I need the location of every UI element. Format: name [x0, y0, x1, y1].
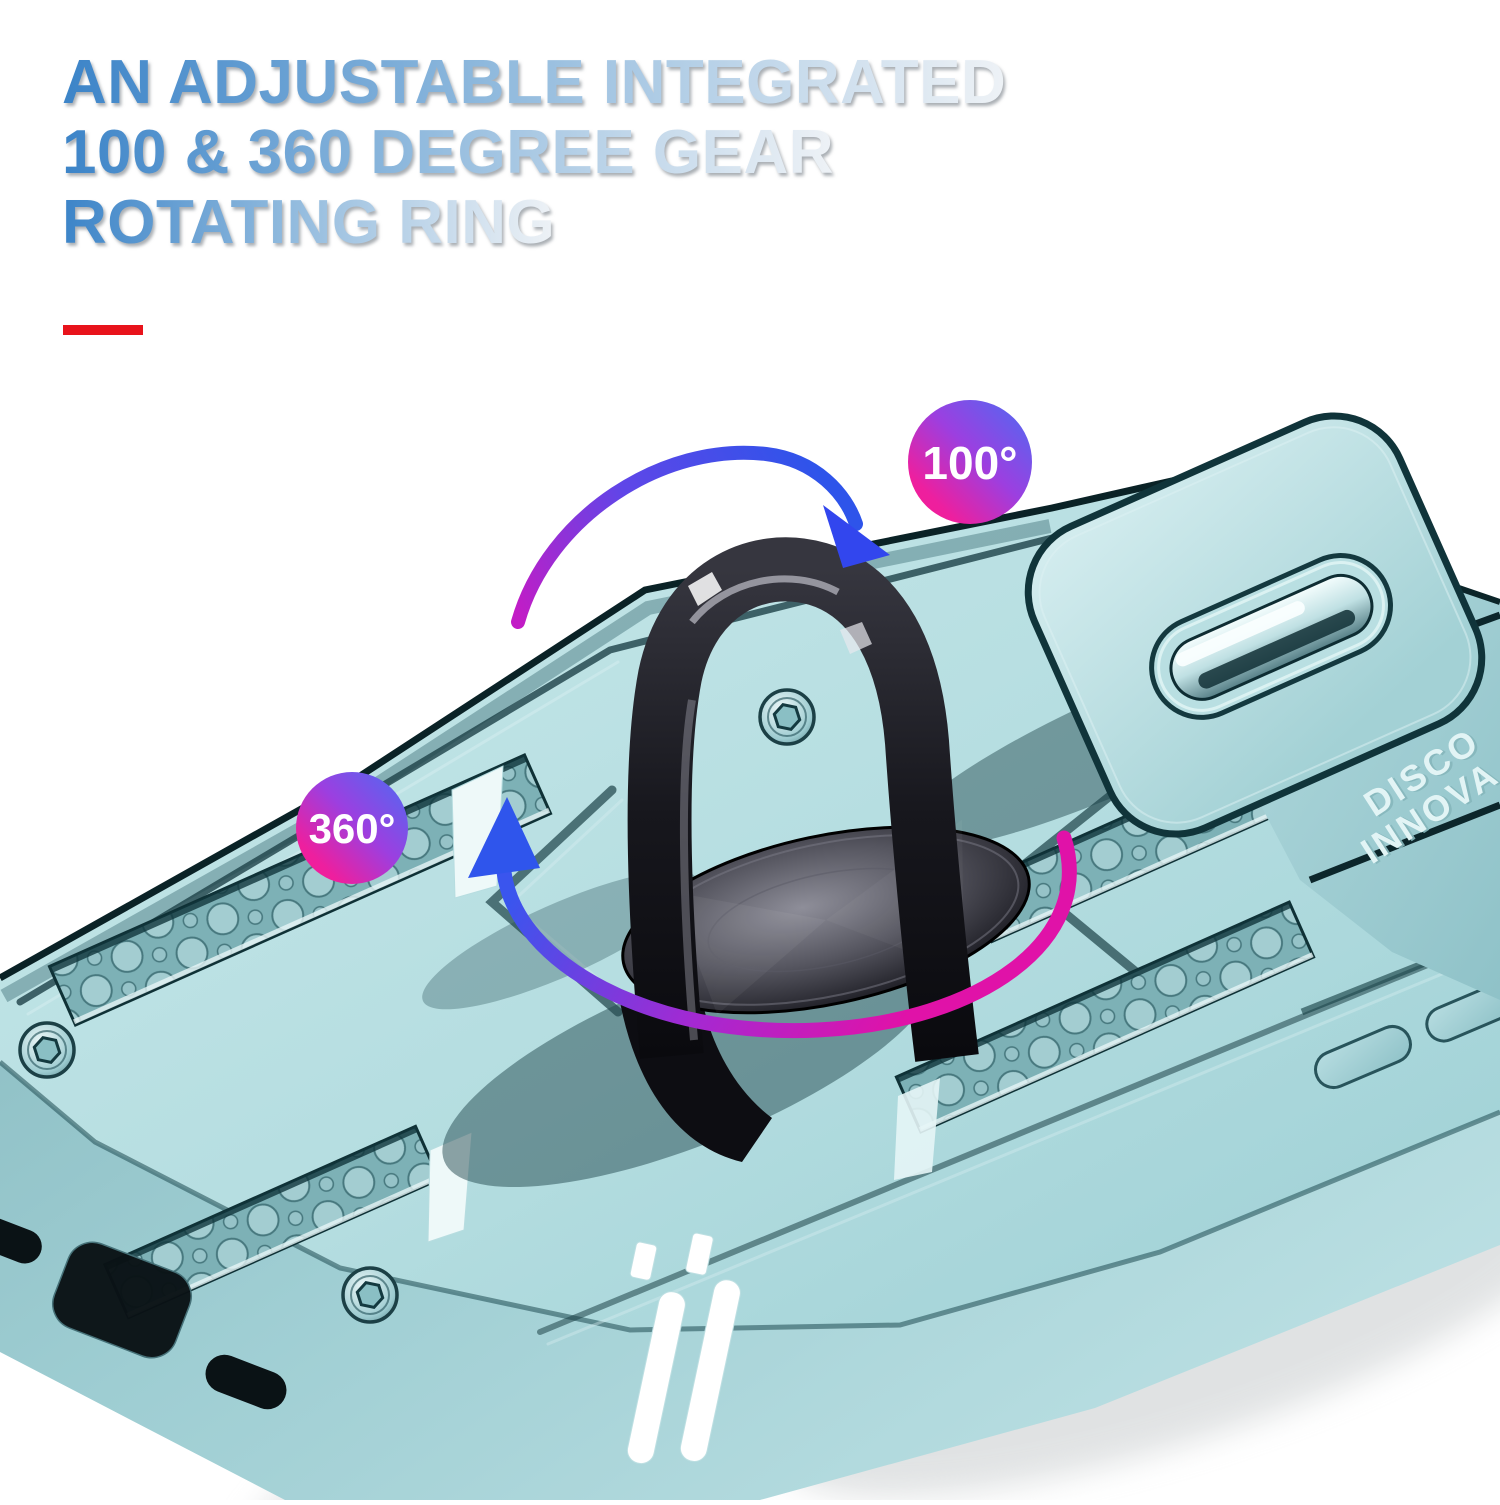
- hex-screw-icon: [758, 688, 816, 746]
- headline-line-1: AN ADJUSTABLE INTEGRATED: [62, 48, 1007, 117]
- arrowhead-icon: [823, 505, 890, 568]
- honeycomb-band-top-left: [47, 753, 553, 1027]
- rotation-arrow-360: [468, 797, 1077, 1039]
- headline: AN ADJUSTABLE INTEGRATED 100 & 360 DEGRE…: [62, 48, 1006, 258]
- antenna-lines: [626, 1232, 741, 1465]
- badge-360: 360°: [296, 772, 408, 884]
- headline-line-3: ROTATING RING: [62, 188, 556, 258]
- honeycomb-band-bottom-right: [894, 900, 1316, 1134]
- camera-slide-cover: [1024, 412, 1486, 838]
- hex-screw-icon: [18, 1021, 76, 1079]
- badge-100-label: 100°: [922, 437, 1017, 489]
- case-seam-line: [0, 1060, 1500, 1333]
- headline-line-2: 100 & 360 DEGREE GEAR: [62, 118, 835, 188]
- ring-stand: [627, 537, 979, 1062]
- ring-shadow: [422, 870, 698, 1010]
- rotation-arrow-100: [511, 445, 890, 629]
- case-top-edge: [0, 474, 1186, 982]
- hex-screw-icon: [341, 1266, 399, 1324]
- badge-100: 100°: [908, 400, 1032, 524]
- port-cutouts: [0, 1216, 287, 1410]
- arrowhead-icon: [468, 797, 540, 878]
- slider-groove: [1149, 553, 1393, 720]
- badge-360-label: 360°: [309, 805, 396, 852]
- red-divider: [63, 325, 143, 335]
- honeycomb-band-bottom-left: [102, 1124, 442, 1320]
